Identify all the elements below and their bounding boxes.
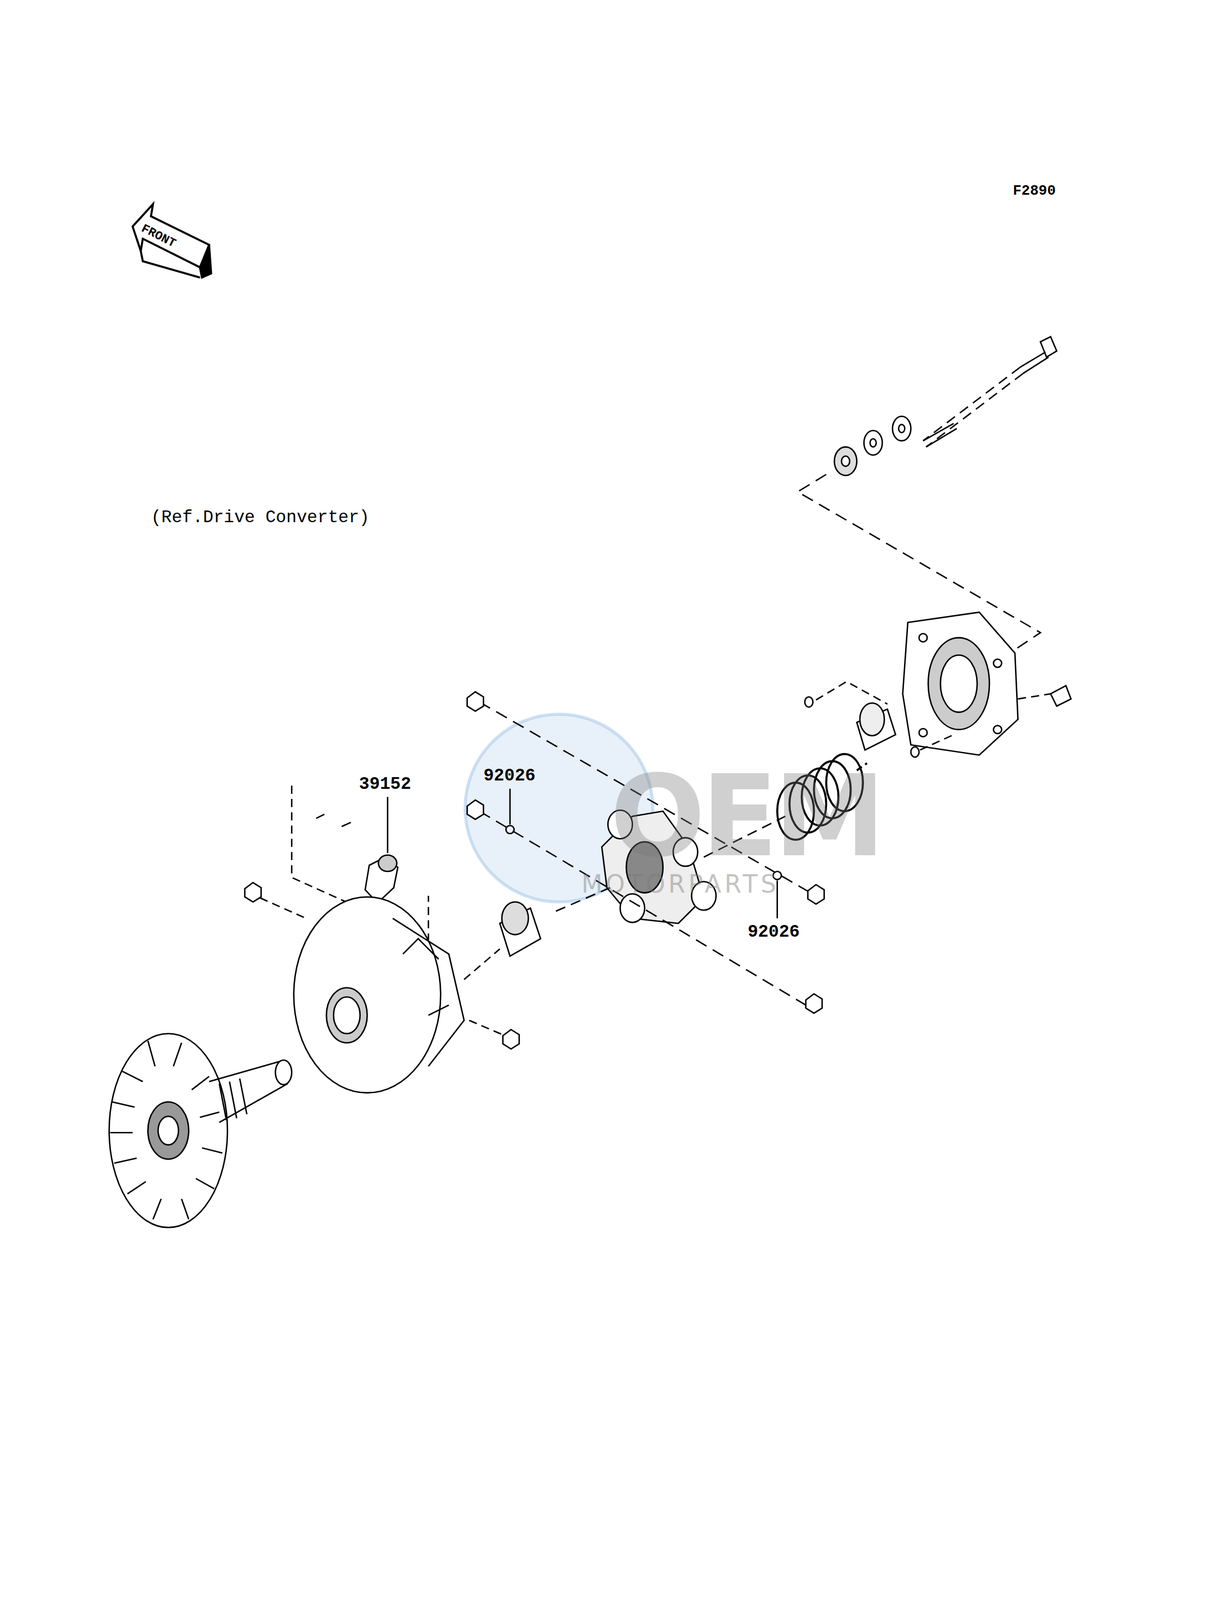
front-arrow bbox=[132, 204, 212, 278]
callout-number: 39152 bbox=[359, 775, 412, 793]
watermark: MOTORPARTS bbox=[581, 872, 780, 897]
fixed-sheave bbox=[109, 1033, 292, 1228]
callout-number: 92026 bbox=[483, 766, 536, 785]
pins bbox=[804, 681, 954, 757]
bolt-washers bbox=[797, 336, 1057, 654]
bushing bbox=[499, 901, 541, 956]
note-label: F2890 bbox=[1012, 183, 1056, 198]
bushing bbox=[856, 702, 896, 750]
watermark: OEM bbox=[610, 760, 882, 873]
cover-plate bbox=[902, 611, 1072, 755]
note-label: (Ref.Drive Converter) bbox=[151, 509, 370, 527]
movable-sheave bbox=[259, 896, 505, 1093]
callout-number: 92026 bbox=[747, 922, 800, 941]
